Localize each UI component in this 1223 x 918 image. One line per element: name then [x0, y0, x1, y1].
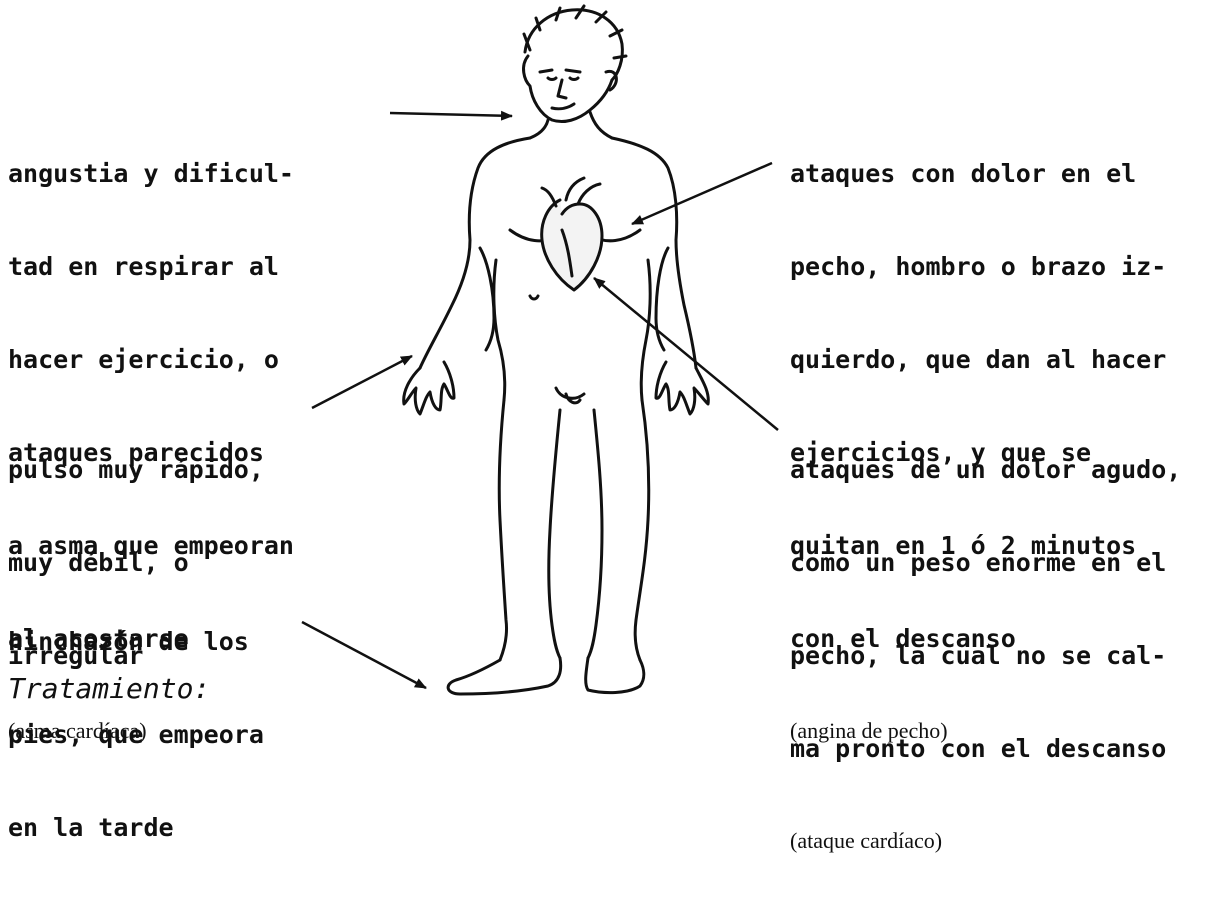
- arrow-angina: [632, 163, 772, 224]
- label-line: pecho, la cual no se cal-: [790, 640, 1181, 671]
- label-line: ma pronto con el descanso: [790, 733, 1181, 764]
- treatment-heading: Tratamiento:: [8, 672, 210, 704]
- label-note: (ataque cardíaco): [790, 826, 1181, 856]
- label-foot-swelling: hinchazón de los pies, que empeora en la…: [8, 564, 264, 905]
- label-line: como un peso enorme en el: [790, 547, 1181, 578]
- label-line: angustia y dificul-: [8, 158, 294, 189]
- arrow-swelling: [302, 622, 426, 688]
- label-line: en la tarde: [8, 812, 264, 843]
- label-line: pulso muy rápido,: [8, 454, 264, 485]
- label-line: hinchazón de los: [8, 626, 264, 657]
- label-line: tad en respirar al: [8, 251, 294, 282]
- body-outline: [404, 6, 709, 694]
- label-line: pecho, hombro o brazo iz-: [790, 251, 1166, 282]
- arrow-pulse: [312, 356, 412, 408]
- arrow-asthma: [390, 113, 512, 116]
- label-line: quierdo, que dan al hacer: [790, 344, 1166, 375]
- diagram-page: angustia y dificul- tad en respirar al h…: [0, 0, 1223, 704]
- label-line: ataques de un dolor agudo,: [790, 454, 1181, 485]
- label-line: ataques con dolor en el: [790, 158, 1166, 189]
- label-line: hacer ejercicio, o: [8, 344, 294, 375]
- label-heart-attack: ataques de un dolor agudo, como un peso …: [790, 392, 1181, 918]
- label-line: pies, que empeora: [8, 719, 264, 750]
